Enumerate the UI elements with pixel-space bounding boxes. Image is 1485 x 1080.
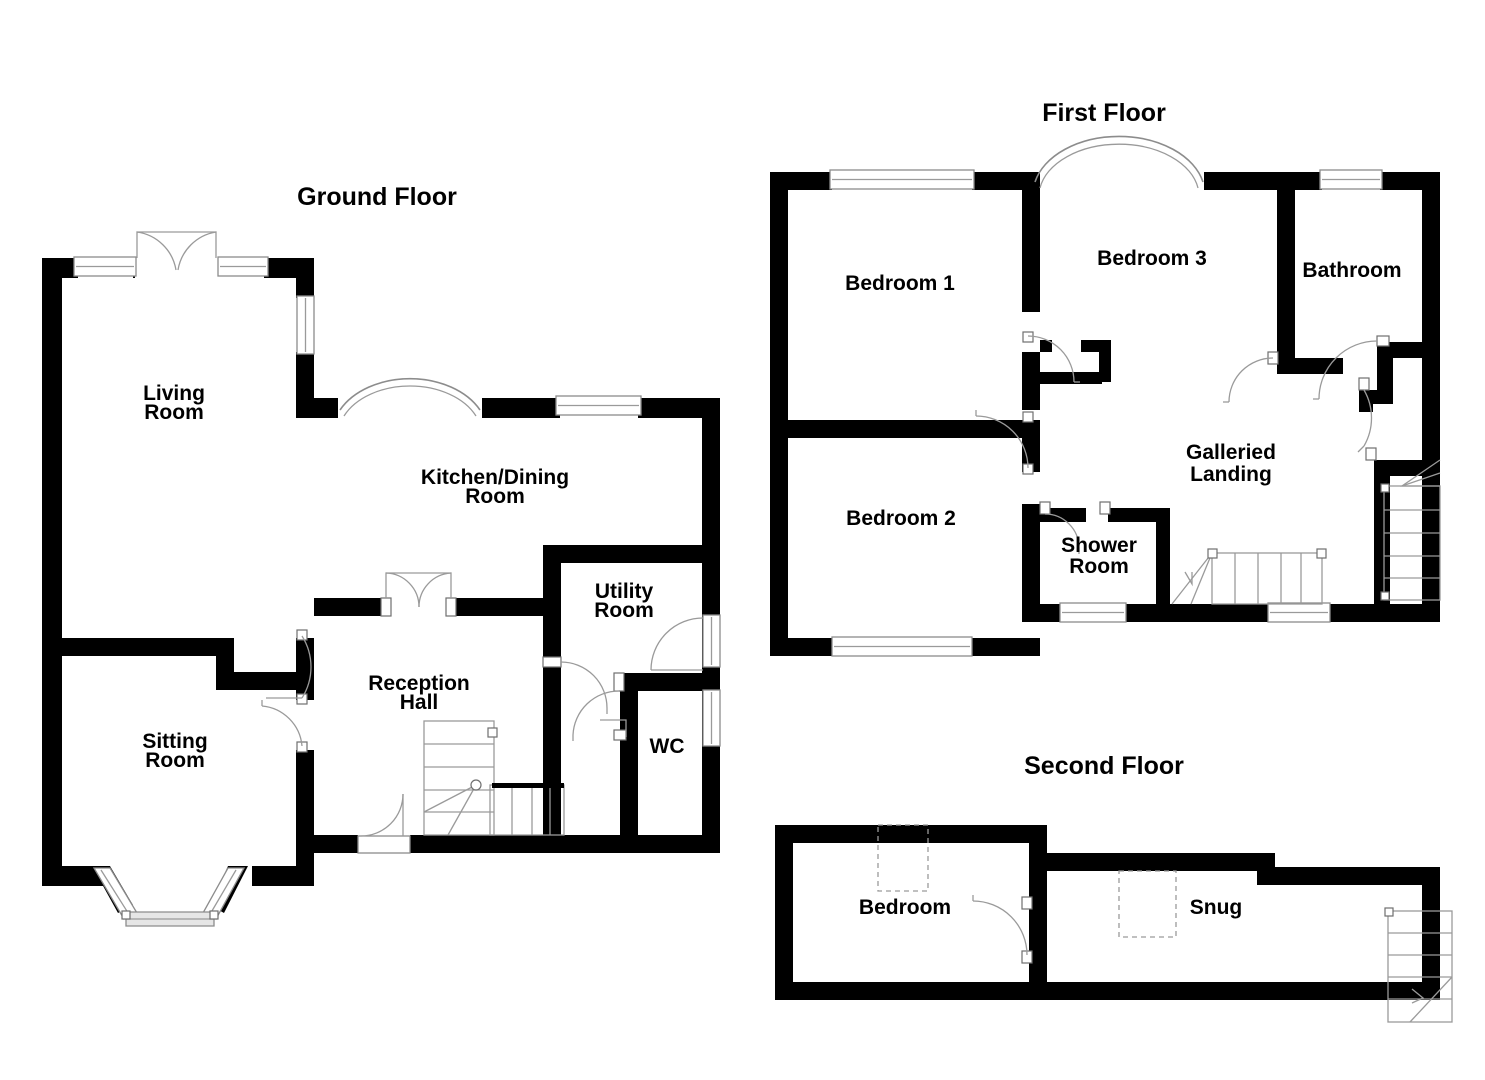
room-label-galleried-landing-line2: Landing	[1190, 463, 1272, 486]
room-label-bathroom: Bathroom	[1302, 259, 1401, 282]
rooflight-bedroom	[877, 824, 929, 892]
room-label-kitchen-dining: Kitchen/Dining	[421, 466, 569, 489]
door-bedroom-2	[975, 410, 1034, 475]
door-utility-external	[650, 614, 721, 671]
room-label-snug: Snug	[1190, 896, 1243, 919]
staircase-landing-down	[1171, 548, 1327, 605]
door-bedroom-3	[1223, 351, 1279, 403]
second-floor-walls	[775, 825, 1440, 1000]
room-label-reception-hall-line2: Hall	[400, 691, 439, 714]
ground-floor-title: Ground Floor	[297, 183, 457, 211]
room-label-bedroom-3: Bedroom 3	[1097, 247, 1207, 270]
archway-living-kitchen	[339, 377, 481, 417]
door-shower-room	[1039, 501, 1111, 554]
room-label-wc: WC	[650, 735, 685, 758]
first-floor-group: First Floor Bedroom 1 Bedroom 3 Bathroom…	[770, 99, 1441, 657]
room-label-galleried-landing: Galleried	[1186, 441, 1276, 464]
second-floor-group: Second Floor Bedroom Snug	[775, 752, 1453, 1023]
first-floor-walls	[770, 172, 1440, 656]
staircase-landing-up	[1380, 459, 1441, 601]
door-front-entrance	[357, 793, 411, 854]
room-label-living-room: Living	[143, 382, 205, 405]
door-hall-to-utility	[542, 656, 608, 714]
door-kitchen-to-hall-double	[380, 572, 457, 617]
room-label-bedroom-1: Bedroom 1	[845, 272, 955, 295]
room-label-utility-room-line2: Room	[594, 599, 654, 622]
room-label-sitting-room-line2: Room	[145, 749, 205, 772]
room-label-living-room-line2: Room	[144, 401, 204, 424]
room-label-reception-hall: Reception	[368, 672, 470, 695]
rooflight-snug	[1118, 870, 1177, 938]
room-label-utility-room: Utility	[595, 580, 654, 603]
room-label-kitchen-dining-line2: Room	[465, 485, 525, 508]
room-label-second-floor-bedroom: Bedroom	[859, 896, 951, 919]
second-floor-features	[877, 824, 1453, 1023]
second-floor-title: Second Floor	[1024, 752, 1184, 780]
door-living-room-front-double	[136, 231, 217, 271]
door-sitting-room-upper	[266, 629, 312, 705]
archway-front-elevation	[1034, 135, 1204, 189]
first-floor-doors	[975, 135, 1390, 554]
door-landing-cupboard	[1357, 377, 1377, 461]
staircase-snug	[1384, 907, 1453, 1023]
room-label-sitting-room: Sitting	[142, 730, 207, 753]
room-label-bedroom-2: Bedroom 2	[846, 507, 956, 530]
door-wc	[572, 672, 627, 741]
first-floor-title: First Floor	[1042, 99, 1166, 127]
bay-window	[92, 867, 246, 927]
room-label-shower-room-line2: Room	[1069, 555, 1129, 578]
room-label-shower-room: Shower	[1061, 534, 1137, 557]
ground-floor-doors	[136, 231, 721, 854]
staircase-reception-hall	[423, 720, 565, 836]
door-second-floor-bedroom	[972, 895, 1033, 964]
door-sitting-room-lower	[261, 700, 308, 753]
ground-floor-windows	[73, 256, 721, 927]
door-bathroom	[1313, 335, 1390, 400]
ground-floor-group: Ground Floor Living Room Kitchen/Dining …	[42, 183, 721, 927]
door-bedroom-1	[1022, 331, 1080, 383]
first-floor-windows	[829, 169, 1383, 657]
